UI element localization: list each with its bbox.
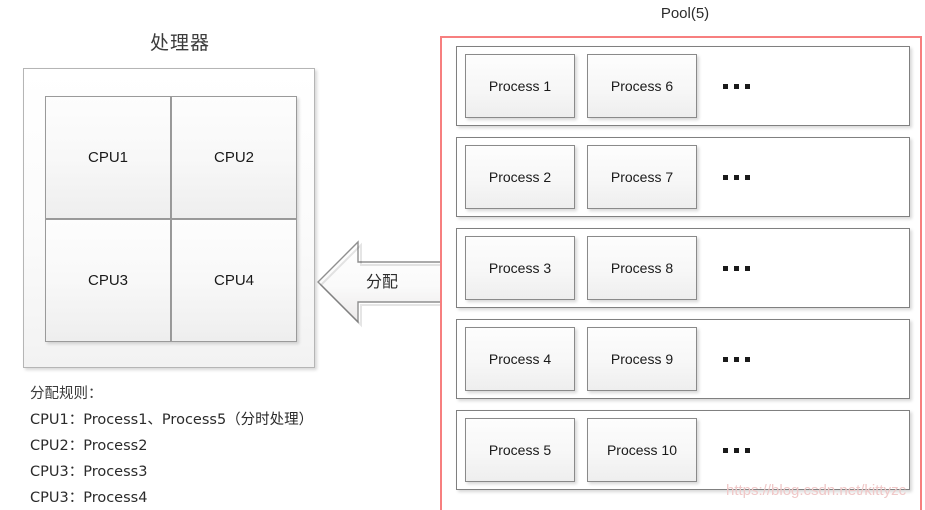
- pool-row: Process 4 Process 9: [456, 319, 910, 399]
- cpu-box-3: CPU3: [45, 219, 171, 342]
- ellipsis-icon: [723, 83, 750, 89]
- process-box: Process 2: [465, 145, 575, 209]
- ellipsis-icon: [723, 447, 750, 453]
- pool-row: Process 5 Process 10: [456, 410, 910, 490]
- process-box: Process 1: [465, 54, 575, 118]
- process-box: Process 5: [465, 418, 575, 482]
- pool-row: Process 2 Process 7: [456, 137, 910, 217]
- cpu-box-2: CPU2: [171, 96, 297, 219]
- process-box: Process 8: [587, 236, 697, 300]
- rule-line-cpu2: CPU2：Process2: [30, 438, 148, 454]
- ellipsis-icon: [723, 356, 750, 362]
- pool-container: Process 1 Process 6 Process 2 Process 7 …: [440, 36, 922, 510]
- process-box: Process 6: [587, 54, 697, 118]
- process-box: Process 9: [587, 327, 697, 391]
- rule-line-cpu3: CPU3：Process3: [30, 464, 148, 480]
- process-box: Process 7: [587, 145, 697, 209]
- process-box: Process 3: [465, 236, 575, 300]
- pool-row: Process 1 Process 6: [456, 46, 910, 126]
- cpu-grid: CPU1 CPU2 CPU3 CPU4: [45, 96, 297, 342]
- pool-row: Process 3 Process 8: [456, 228, 910, 308]
- rule-line-cpu1: CPU1：Process1、Process5（分时处理）: [30, 412, 314, 428]
- processor-title: 处理器: [149, 32, 210, 54]
- process-box: Process 10: [587, 418, 697, 482]
- allocation-arrow-label: 分配: [365, 272, 398, 291]
- rule-line-cpu4: CPU3：Process4: [30, 490, 148, 506]
- allocation-rules: 分配规则： CPU1：Process1、Process5（分时处理） CPU2：…: [30, 381, 450, 510]
- cpu-box-1: CPU1: [45, 96, 171, 219]
- process-box: Process 4: [465, 327, 575, 391]
- ellipsis-icon: [723, 174, 750, 180]
- ellipsis-icon: [723, 265, 750, 271]
- pool-title: Pool(5): [660, 5, 710, 22]
- cpu-box-4: CPU4: [171, 219, 297, 342]
- rules-heading: 分配规则：: [30, 386, 103, 402]
